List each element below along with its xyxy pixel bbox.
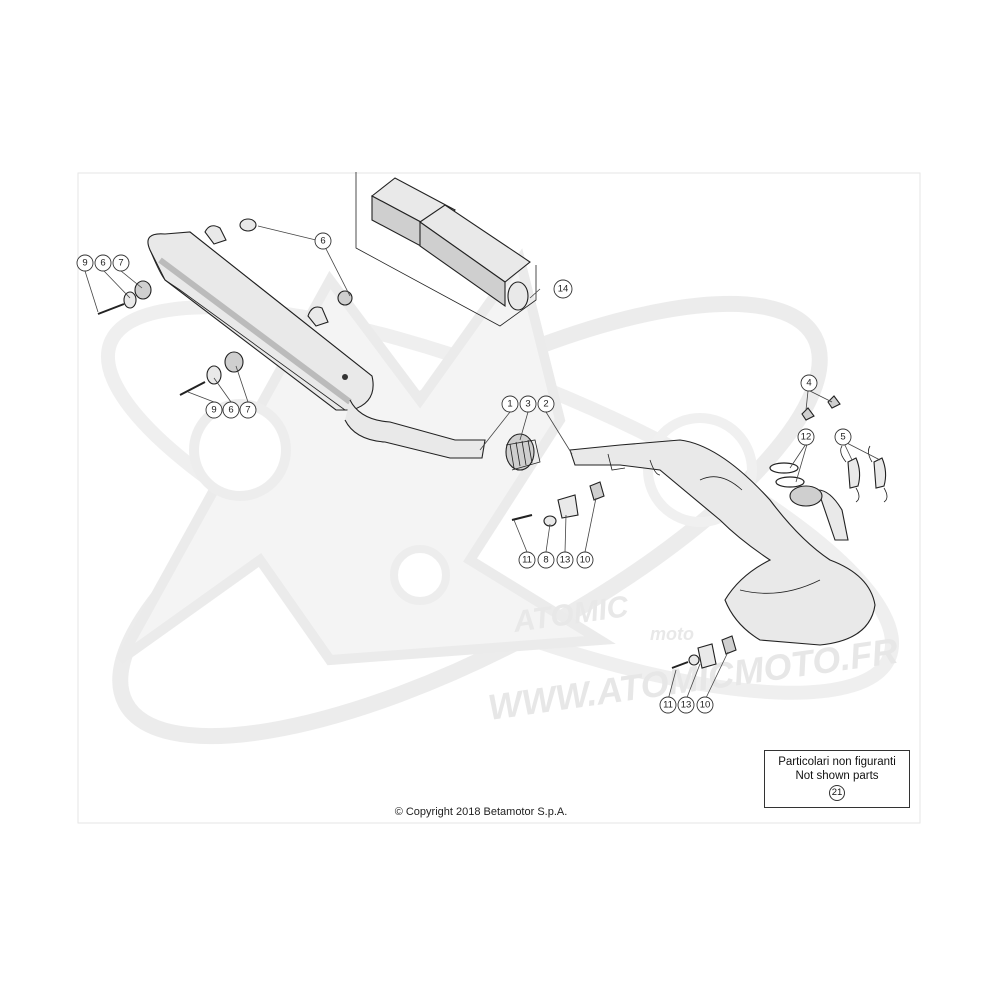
callout-6: 6 bbox=[314, 232, 332, 250]
callout-9: 9 bbox=[205, 401, 223, 419]
callout-7: 7 bbox=[239, 401, 257, 419]
callout-8: 8 bbox=[537, 551, 555, 569]
not-shown-title-en: Not shown parts bbox=[795, 770, 879, 782]
svg-text:7: 7 bbox=[118, 258, 123, 269]
callout-2: 2 bbox=[537, 395, 555, 413]
svg-text:14: 14 bbox=[558, 284, 569, 295]
svg-text:7: 7 bbox=[245, 405, 250, 416]
svg-text:9: 9 bbox=[82, 258, 87, 269]
callout-4: 4 bbox=[800, 374, 818, 392]
svg-text:9: 9 bbox=[211, 405, 216, 416]
callouts: 9 6 7 6 14 9 6 7 1 3 2 4 12 5 11 8 13 10… bbox=[76, 232, 852, 714]
callout-7: 7 bbox=[112, 254, 130, 272]
svg-text:5: 5 bbox=[840, 432, 845, 443]
svg-text:12: 12 bbox=[801, 432, 812, 443]
callout-10: 10 bbox=[696, 696, 714, 714]
svg-text:2: 2 bbox=[543, 399, 548, 410]
expansion-chamber bbox=[569, 439, 876, 646]
callout-13: 13 bbox=[677, 696, 695, 714]
callout-11: 11 bbox=[659, 696, 677, 714]
leader-lines bbox=[84, 225, 881, 701]
svg-text:11: 11 bbox=[522, 555, 532, 566]
svg-text:1: 1 bbox=[507, 399, 512, 410]
svg-text:10: 10 bbox=[700, 700, 711, 711]
not-shown-parts-box: Particolari non figuranti Not shown part… bbox=[764, 750, 910, 808]
watermark-logo: ATOMIC moto WWW.ATOMICMOTO.FR bbox=[100, 248, 900, 745]
callout-10: 10 bbox=[576, 551, 594, 569]
svg-text:13: 13 bbox=[681, 700, 692, 711]
svg-text:13: 13 bbox=[560, 555, 571, 566]
callout-3: 3 bbox=[519, 395, 537, 413]
svg-text:11: 11 bbox=[663, 700, 673, 711]
callout-13: 13 bbox=[556, 551, 574, 569]
svg-text:8: 8 bbox=[543, 555, 548, 566]
svg-text:6: 6 bbox=[228, 405, 233, 416]
silencer bbox=[147, 225, 486, 459]
callout-12: 12 bbox=[797, 428, 815, 446]
diagram-frame bbox=[77, 172, 921, 824]
svg-text:4: 4 bbox=[806, 378, 811, 389]
watermark-subbrand: moto bbox=[650, 624, 694, 644]
callout-5: 5 bbox=[834, 428, 852, 446]
not-shown-title-it: Particolari non figuranti bbox=[778, 756, 896, 768]
callout-14: 14 bbox=[553, 279, 573, 299]
svg-text:10: 10 bbox=[580, 555, 591, 566]
callout-9: 9 bbox=[76, 254, 94, 272]
callout-6: 6 bbox=[222, 401, 240, 419]
svg-text:3: 3 bbox=[525, 399, 530, 410]
callout-1: 1 bbox=[501, 395, 519, 413]
callout-11: 11 bbox=[518, 551, 536, 569]
svg-text:6: 6 bbox=[320, 236, 325, 247]
hardware bbox=[97, 218, 888, 669]
copyright-notice: © Copyright 2018 Betamotor S.p.A. bbox=[394, 806, 568, 818]
inset-packing bbox=[355, 172, 537, 327]
callout-6: 6 bbox=[94, 254, 112, 272]
gasket-part bbox=[505, 433, 541, 471]
svg-text:6: 6 bbox=[100, 258, 105, 269]
callout-21: 21 bbox=[829, 785, 845, 801]
